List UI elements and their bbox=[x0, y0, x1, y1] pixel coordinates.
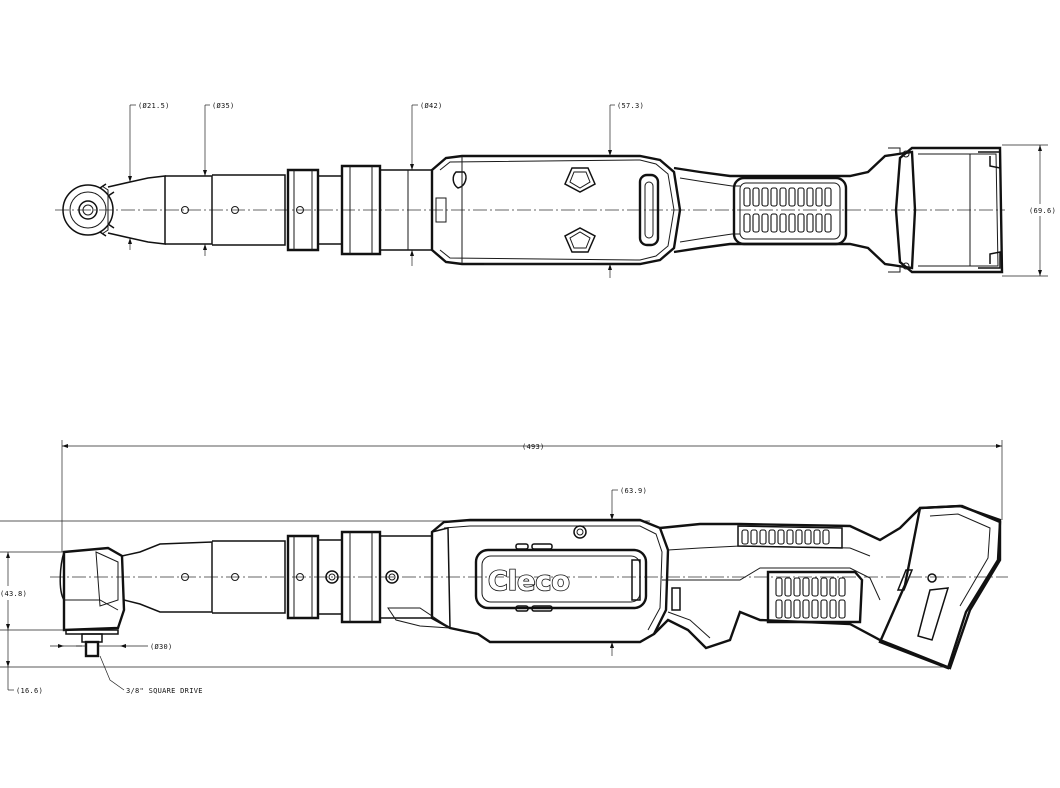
top-view: (Ø21.5) (Ø35) (Ø42) (57.3) (69.6) bbox=[55, 102, 1056, 278]
top-motor-housing bbox=[430, 154, 682, 266]
dim-motor-width: (57.3) bbox=[617, 102, 644, 110]
side-handle bbox=[653, 504, 1002, 670]
side-battery-pack bbox=[878, 504, 1002, 670]
side-grip-upper bbox=[741, 529, 830, 545]
dim-overall-length: (493) bbox=[522, 443, 545, 451]
top-handle bbox=[673, 150, 917, 270]
side-dimensions bbox=[0, 440, 1003, 691]
top-grip-pattern bbox=[743, 187, 832, 233]
dim-head-diameter: (Ø21.5) bbox=[138, 102, 170, 110]
dim-drive-offset: (16.6) bbox=[16, 687, 43, 695]
top-dimensions bbox=[128, 104, 1048, 278]
square-drive-callout: 3/8" SQUARE DRIVE bbox=[126, 687, 203, 695]
side-shaft bbox=[121, 530, 433, 624]
top-shaft bbox=[107, 164, 447, 256]
top-battery-pack bbox=[888, 146, 1004, 274]
dim-battery-height: (69.6) bbox=[1029, 207, 1056, 215]
top-ratchet-head bbox=[62, 183, 115, 237]
side-view: Cleco bbox=[0, 440, 1008, 695]
side-grip-lower bbox=[775, 577, 846, 619]
brand-logo: Cleco bbox=[488, 566, 570, 597]
dim-neck-diameter: (Ø35) bbox=[212, 102, 235, 110]
dim-motor-height: (63.9) bbox=[620, 487, 647, 495]
dim-drive-diameter: (Ø30) bbox=[150, 643, 173, 651]
dim-body-diameter: (Ø42) bbox=[420, 102, 443, 110]
side-motor-housing: Cleco bbox=[387, 518, 670, 644]
side-angle-head bbox=[59, 546, 126, 658]
dim-head-height: (43.8) bbox=[0, 590, 27, 598]
